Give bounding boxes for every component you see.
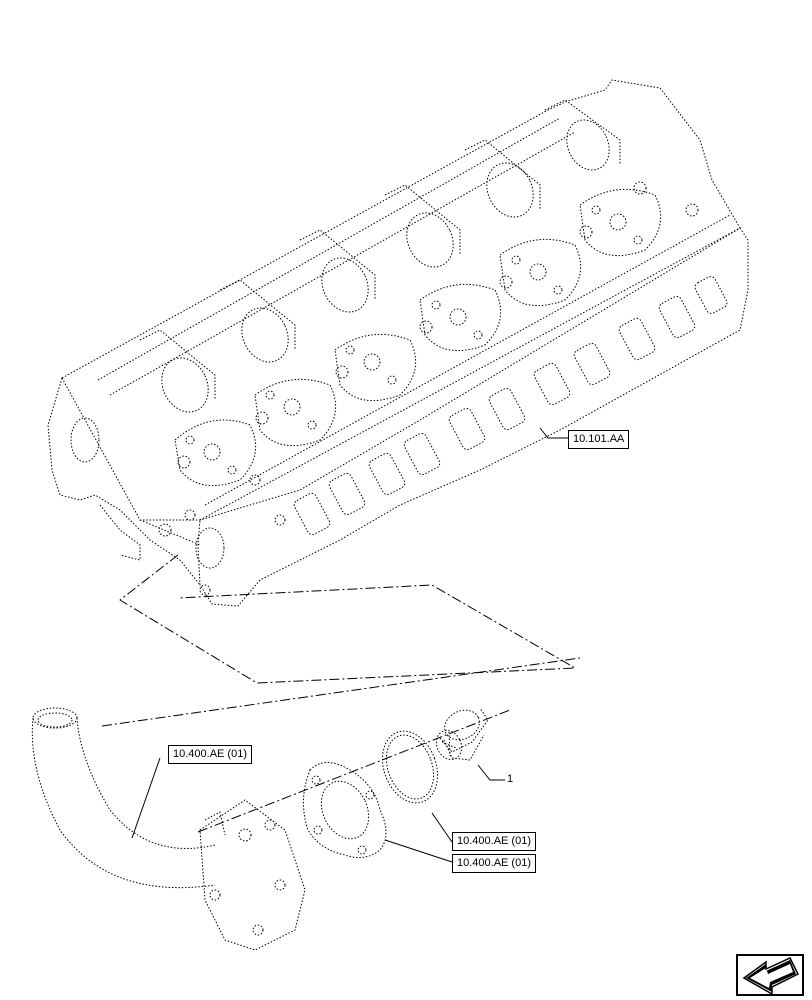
outlet-pipe-ref-link[interactable]: 10.400.AE (01): [168, 745, 252, 764]
gasket-ref-link[interactable]: 10.400.AE (01): [452, 854, 536, 873]
coolant-outlet-pipe: [31, 707, 306, 951]
end-face-features: [70, 417, 286, 596]
previous-page-button[interactable]: [736, 954, 804, 996]
gasket-part: [303, 762, 387, 859]
cam-bores: [139, 99, 621, 413]
seal-ring-ref-link[interactable]: 10.400.AE (01): [452, 832, 536, 851]
previous-page-arrow-icon: [742, 957, 800, 994]
thermostat-item-number: 1: [507, 773, 514, 785]
thermostat-part: [435, 707, 489, 761]
cylinder-head: [47, 79, 749, 607]
intake-ports: [293, 276, 728, 536]
leader-lines: [131, 427, 568, 863]
assembly-line: [101, 554, 581, 833]
valve-pads: [174, 181, 699, 487]
seal-ring: [381, 730, 439, 804]
cylinder-head-ref-link[interactable]: 10.101.AA: [568, 430, 630, 449]
